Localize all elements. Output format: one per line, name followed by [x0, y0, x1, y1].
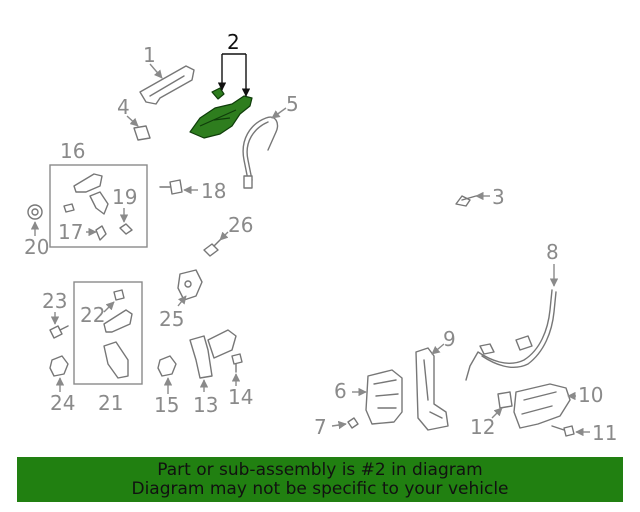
part-22-bracket[interactable]: 22 — [80, 301, 115, 327]
part-24-nut[interactable]: 24 — [49, 355, 75, 415]
part-6-latch[interactable]: 6 — [334, 369, 403, 425]
part-3-pin[interactable]: 3 — [455, 185, 505, 209]
callout-6[interactable]: 6 — [334, 379, 347, 403]
part-23-bolt[interactable]: 23 — [42, 289, 69, 339]
part-13-hinge[interactable]: 13 — [189, 329, 237, 417]
callout-14[interactable]: 14 — [228, 385, 253, 409]
part-8-cable[interactable]: 8 — [465, 240, 559, 381]
callout-15[interactable]: 15 — [154, 393, 179, 417]
callout-3[interactable]: 3 — [492, 185, 505, 209]
part-11-screw[interactable]: 11 — [551, 421, 617, 445]
part-19-plug[interactable]: 19 — [112, 185, 137, 223]
callout-9[interactable]: 9 — [443, 327, 456, 351]
callout-20[interactable]: 20 — [24, 235, 49, 259]
callout-23[interactable]: 23 — [42, 289, 67, 313]
callout-26[interactable]: 26 — [228, 213, 253, 237]
callout-1[interactable]: 1 — [143, 43, 156, 67]
callout-18[interactable]: 18 — [201, 179, 226, 203]
part-4-clip[interactable]: 4 — [117, 95, 151, 141]
part-15-nut[interactable]: 15 — [154, 355, 179, 417]
callout-24[interactable]: 24 — [50, 391, 75, 415]
callout-5[interactable]: 5 — [286, 92, 299, 116]
part-26-stud[interactable]: 26 — [203, 213, 253, 257]
part-5-cable[interactable]: 5 — [242, 92, 299, 189]
part-10-handle[interactable]: 10 — [513, 383, 603, 429]
callout-17[interactable]: 17 — [58, 220, 83, 244]
part-21-kit-box[interactable]: 21 — [73, 281, 143, 415]
part-14-bolt[interactable]: 14 — [228, 353, 253, 409]
callout-25[interactable]: 25 — [159, 307, 184, 331]
callout-12[interactable]: 12 — [470, 415, 495, 439]
part-2-handle-frame[interactable]: 2 — [189, 30, 253, 139]
callout-4[interactable]: 4 — [117, 95, 130, 119]
callout-21[interactable]: 21 — [98, 391, 123, 415]
part-25-striker[interactable]: 25 — [159, 269, 203, 331]
callout-11[interactable]: 11 — [592, 421, 617, 445]
info-banner: Part or sub-assembly is #2 in diagram Di… — [17, 457, 623, 502]
part-12-bezel[interactable]: 12 — [470, 391, 513, 439]
callout-10[interactable]: 10 — [578, 383, 603, 407]
callout-16[interactable]: 16 — [60, 139, 85, 163]
callout-8[interactable]: 8 — [546, 240, 559, 264]
callout-19[interactable]: 19 — [112, 185, 137, 209]
callout-13[interactable]: 13 — [193, 393, 218, 417]
part-18-bolt[interactable]: 18 — [159, 179, 226, 203]
callout-22[interactable]: 22 — [80, 303, 105, 327]
part-7-screw[interactable]: 7 — [314, 415, 359, 439]
banner-line-2: Diagram may not be specific to your vehi… — [131, 478, 509, 499]
part-9-shield[interactable]: 9 — [415, 327, 456, 431]
part-17-screw[interactable]: 17 — [58, 220, 97, 244]
part-16-kit-box[interactable]: 16 — [49, 139, 148, 248]
callout-7[interactable]: 7 — [314, 415, 327, 439]
part-20-nut[interactable]: 20 — [24, 204, 49, 259]
callout-2[interactable]: 2 — [227, 30, 240, 54]
banner-line-1: Part or sub-assembly is #2 in diagram — [157, 459, 483, 480]
part-1-bracket[interactable]: 1 — [139, 43, 195, 105]
